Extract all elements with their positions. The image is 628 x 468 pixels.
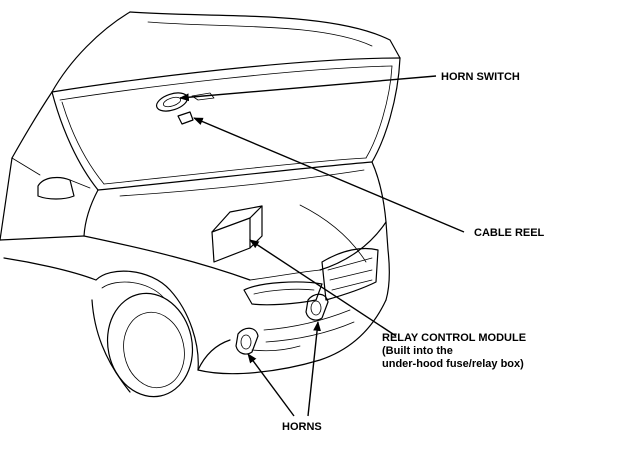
horns-leader-right: [307, 321, 321, 417]
steering-wheel: [155, 92, 194, 125]
label-cable-reel: CABLE REEL: [474, 227, 545, 239]
cable-reel-leader: [193, 117, 465, 233]
label-horns: HORNS: [282, 421, 322, 433]
relay-module-leader: [249, 239, 397, 337]
label-relay-note-2: under-hood fuse/relay box): [382, 358, 524, 370]
label-relay-note-1: (Built into the: [382, 345, 453, 357]
horn-switch-leader: [179, 75, 437, 102]
horns-leader-left: [247, 353, 295, 417]
vehicle-body: [0, 11, 401, 398]
label-horn-switch: HORN SWITCH: [441, 71, 520, 83]
label-relay-control-module: RELAY CONTROL MODULE: [382, 332, 526, 344]
leader-lines: [179, 75, 465, 417]
horn-left: [235, 327, 259, 355]
horn-right: [305, 293, 329, 321]
